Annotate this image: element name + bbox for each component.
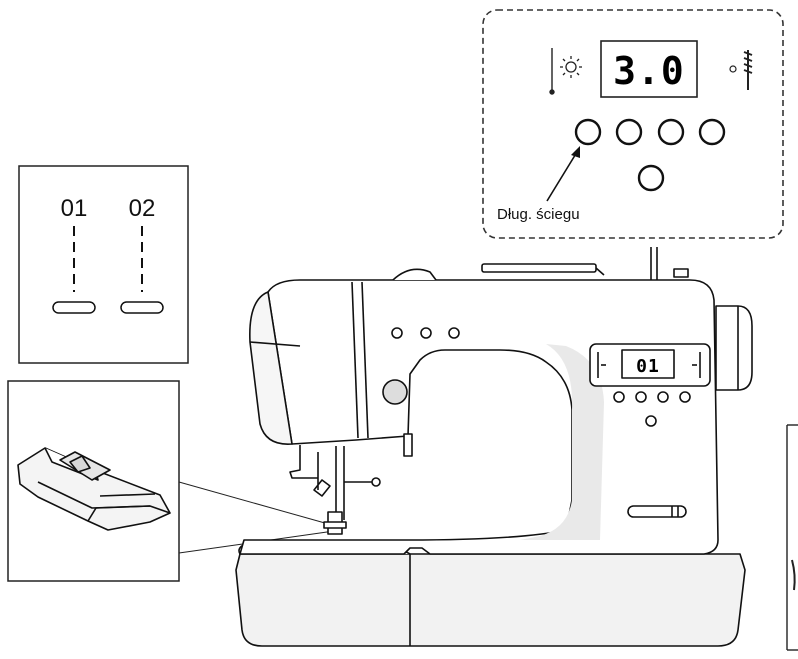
pattern-label-02: 02 xyxy=(129,195,156,222)
pattern-box: 01 02 xyxy=(18,165,189,364)
memory-button[interactable] xyxy=(637,164,665,192)
needle-slot-01 xyxy=(52,301,96,314)
sewing-machine xyxy=(235,247,753,647)
needle-slot-02 xyxy=(120,301,164,314)
stitch-length-display xyxy=(600,40,698,98)
stitch-length-button[interactable] xyxy=(574,118,602,146)
pattern-label-01: 01 xyxy=(61,195,88,222)
pattern-down-button[interactable] xyxy=(657,118,685,146)
stitch-length-value: 3.0 xyxy=(613,49,685,93)
pattern-up-button[interactable] xyxy=(698,118,726,146)
light-icon xyxy=(560,56,582,78)
presser-foot-box xyxy=(7,380,335,582)
presser-foot-icon xyxy=(17,447,171,531)
needle-left-icon xyxy=(549,48,555,95)
stitch-length-icon xyxy=(743,50,753,90)
partial-box-edge xyxy=(786,424,798,651)
callout-arrow xyxy=(546,146,580,202)
machine-pattern-number: 01 xyxy=(636,356,660,377)
machine-display xyxy=(621,349,675,379)
indicator-dot xyxy=(729,65,737,73)
stitch-width-button[interactable] xyxy=(615,118,643,146)
display-inset: 3.0 Dług. ściegu xyxy=(482,9,784,239)
callout-label: Dług. ściegu xyxy=(497,206,580,223)
